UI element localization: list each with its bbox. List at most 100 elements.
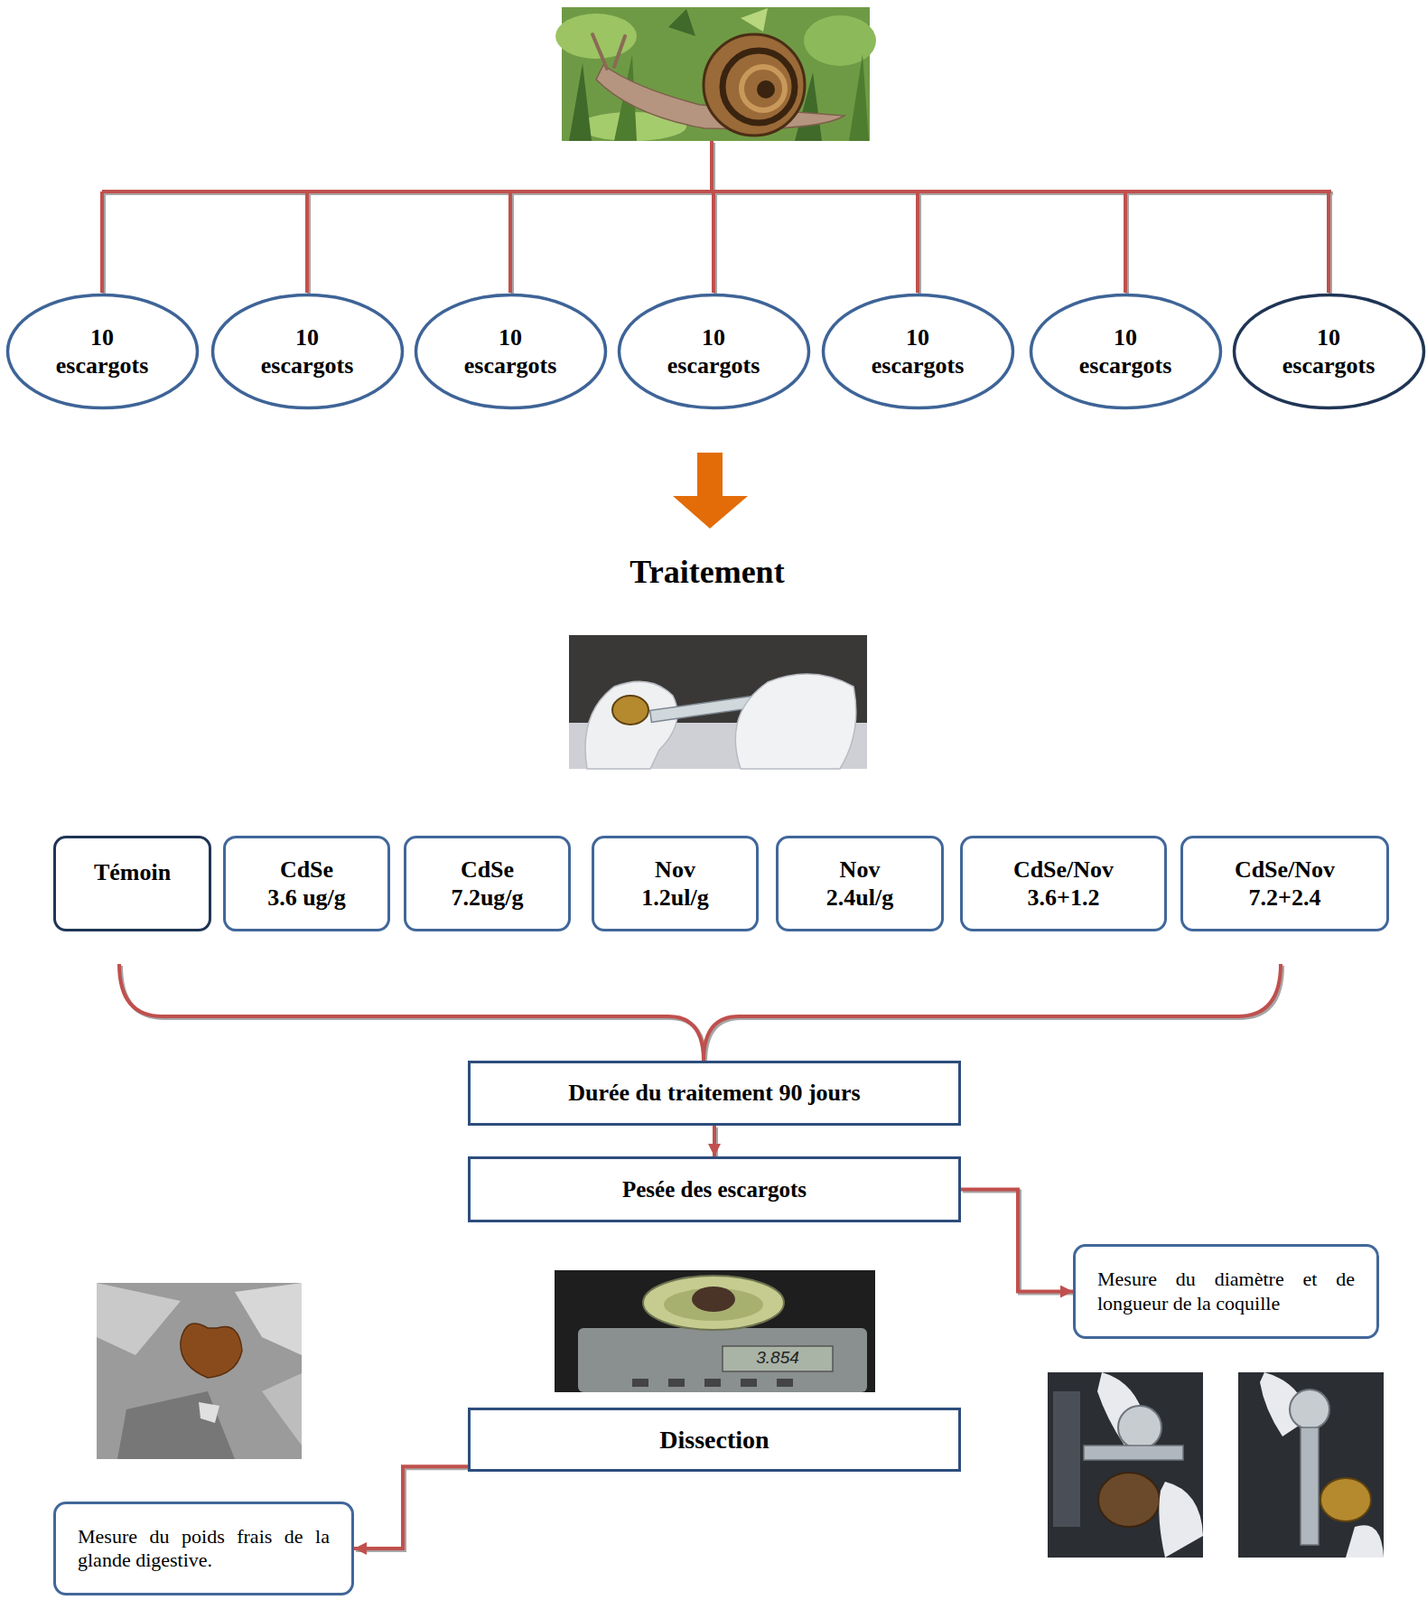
box-label: Durée du traitement 90 jours	[568, 1078, 861, 1107]
note-text: Mesure du poids frais de la glande diges…	[77, 1524, 330, 1573]
box-label: Nov 1.2ul/g	[634, 855, 718, 912]
tree-shadow	[103, 142, 1334, 295]
grass	[568, 63, 592, 141]
foil	[117, 1390, 235, 1459]
box-label: 10 escargots	[660, 323, 767, 380]
connectors	[354, 1125, 1075, 1550]
note-box: Mesure du diamètre et de longueur de la …	[1072, 1243, 1380, 1339]
box-label: 10 escargots	[457, 323, 564, 380]
glove	[1345, 1524, 1384, 1558]
group-ellipse: 10 escargots	[5, 292, 200, 411]
treatment-box: CdSe/Nov 3.6+1.2	[960, 835, 1167, 932]
connector	[712, 1125, 717, 1157]
ellipse-outline	[1028, 292, 1223, 411]
shell-stripe	[722, 50, 795, 123]
scale-button	[668, 1378, 685, 1387]
grass	[668, 9, 696, 37]
box-label: Pesée des escargots	[622, 1175, 807, 1204]
glove	[1158, 1481, 1204, 1558]
connector-shadow	[355, 1467, 470, 1550]
group-ellipse: 10 escargots	[413, 292, 608, 411]
down-arrow	[672, 452, 748, 529]
ellipse-outline	[210, 292, 405, 411]
photo-ground	[554, 1269, 876, 1392]
snail-tentacle	[614, 36, 625, 67]
ellipse-outline	[616, 292, 812, 411]
ellipse-shape	[1030, 295, 1221, 409]
photo-ground	[1047, 1371, 1204, 1558]
ellipse-outline	[413, 292, 608, 411]
shell-stripe	[741, 66, 785, 111]
process-box: Dissection	[467, 1407, 961, 1472]
photo-ground	[568, 634, 868, 769]
tree-line	[103, 142, 1334, 295]
ellipse-outline	[1231, 292, 1427, 411]
snail-tentacle	[592, 34, 607, 69]
ellipse-outline	[820, 292, 1016, 411]
treatment-box: CdSe 7.2ug/g	[403, 835, 571, 932]
treatment-box: CdSe/Nov 7.2+2.4	[1180, 835, 1390, 932]
group-ellipse: 10 escargots	[820, 292, 1016, 411]
grass	[803, 15, 877, 66]
note-box: Mesure du poids frais de la glande diges…	[53, 1501, 355, 1595]
ellipse-shape	[1233, 295, 1424, 409]
photo-ground	[1238, 1371, 1384, 1558]
glove	[735, 673, 857, 769]
brace	[119, 963, 1281, 1061]
foil	[234, 1282, 302, 1355]
photo-ground	[1053, 1390, 1081, 1527]
snail-shell	[1098, 1472, 1160, 1527]
caliper	[1083, 1445, 1184, 1460]
box-label: 10 escargots	[1072, 323, 1179, 380]
tree	[102, 140, 1332, 293]
grass	[740, 8, 768, 32]
foil	[198, 1401, 220, 1423]
snail-shell	[1320, 1477, 1372, 1521]
caliper-dial	[1289, 1389, 1330, 1429]
group-ellipse: 10 escargots	[210, 292, 405, 411]
tree-line	[102, 140, 1332, 293]
box-label: 10 escargots	[253, 323, 361, 380]
shell-stripe	[756, 80, 775, 99]
section-heading: Traitement	[526, 552, 888, 592]
ellipse-shape	[618, 295, 809, 409]
treatment-box: Nov 2.4ul/g	[775, 835, 944, 932]
group-ellipse: 10 escargots	[1028, 292, 1223, 411]
caliper-dial	[1118, 1405, 1162, 1449]
connector	[960, 1189, 1073, 1292]
foil	[261, 1372, 302, 1446]
scale-button	[776, 1378, 793, 1387]
digestive-gland	[180, 1323, 243, 1378]
ellipse-outline	[5, 292, 200, 411]
treatment-box: Témoin	[53, 835, 212, 932]
scale-body	[578, 1327, 868, 1392]
note-text: Mesure du diamètre et de longueur de la …	[1097, 1267, 1355, 1316]
box-label: CdSe/Nov 3.6+1.2	[1008, 855, 1120, 912]
group-ellipse: 10 escargots	[1231, 292, 1427, 411]
scale-button	[704, 1378, 721, 1387]
ellipse-shape	[822, 295, 1013, 409]
box-label: Témoin	[93, 858, 171, 887]
process-box: Pesée des escargots	[467, 1156, 961, 1222]
box-label: CdSe 3.6 ug/g	[265, 855, 349, 912]
box-label: 10 escargots	[864, 323, 971, 380]
box-label: Dissection	[659, 1424, 769, 1455]
display-reading: 3.854	[724, 1347, 831, 1369]
scale-display	[722, 1345, 833, 1372]
grass	[848, 54, 869, 141]
snail-shell	[612, 695, 649, 725]
glove	[585, 680, 678, 769]
foil	[96, 1282, 181, 1355]
box-label: CdSe 7.2ug/g	[446, 855, 530, 912]
process-box: Durée du traitement 90 jours	[467, 1060, 961, 1126]
connector	[354, 1465, 468, 1549]
scale-pan	[643, 1275, 784, 1330]
ellipse-shape	[212, 295, 402, 409]
box-label: CdSe/Nov 7.2+2.4	[1230, 855, 1341, 912]
group-ellipse: 10 escargots	[616, 292, 812, 411]
box-label: 10 escargots	[1275, 323, 1382, 380]
photo-ground	[96, 1282, 302, 1459]
